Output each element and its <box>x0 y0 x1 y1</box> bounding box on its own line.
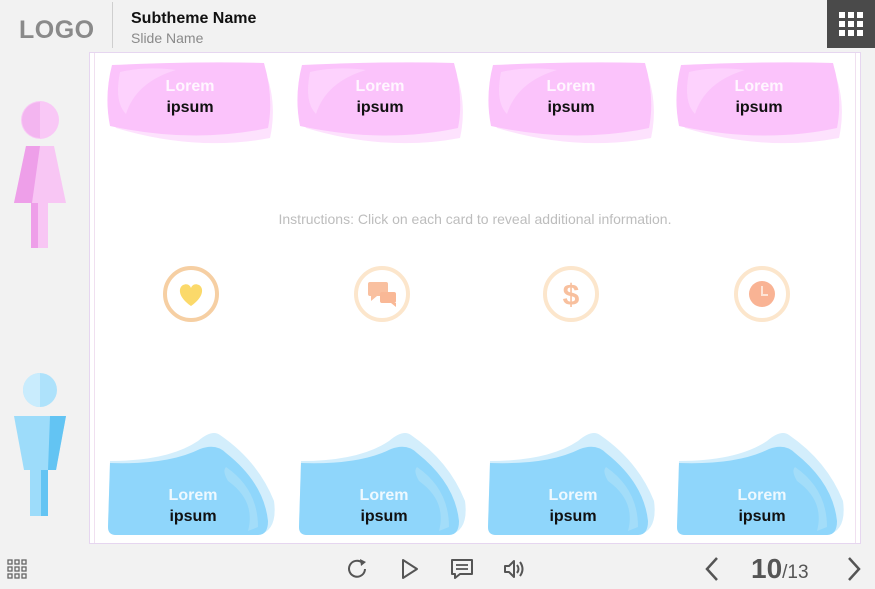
small-grid-icon <box>7 559 27 579</box>
slide-guide-left <box>94 53 95 543</box>
female-figure <box>10 100 70 255</box>
pink-card-shape <box>297 62 463 144</box>
card-label-line2: ipsum <box>169 508 217 525</box>
header: LOGO Subtheme Name Slide Name <box>0 0 875 52</box>
heart-card-icon[interactable] <box>162 265 220 323</box>
male-figure <box>10 372 70 527</box>
top-card-1[interactable]: Lorem ipsum <box>106 62 274 146</box>
blue-card-shape <box>299 433 466 535</box>
bottom-card-1[interactable]: Lorem ipsum <box>108 431 278 537</box>
slides-menu-button[interactable] <box>7 559 27 584</box>
slide-name: Slide Name <box>131 30 204 46</box>
bottom-card-4[interactable]: Lorem ipsum <box>677 431 847 537</box>
chat-card-icon[interactable] <box>353 265 411 323</box>
pink-card-shape <box>676 62 842 144</box>
card-label-line2: ipsum <box>166 99 214 116</box>
bottom-card-2[interactable]: Lorem ipsum <box>299 431 469 537</box>
card-label-line1: Lorem <box>165 78 215 95</box>
pink-card-shape <box>107 62 273 144</box>
dollar-icon: $ <box>543 266 599 322</box>
page-total: /13 <box>782 562 809 583</box>
card-label-line1: Lorem <box>548 487 598 504</box>
card-label-line1: Lorem <box>734 78 784 95</box>
page-current: 10 <box>751 553 783 584</box>
clock-card-icon[interactable] <box>733 265 791 323</box>
slide-guide-right <box>855 53 856 543</box>
top-card-4[interactable]: Lorem ipsum <box>675 62 843 146</box>
heart-icon <box>163 266 219 322</box>
subtheme-title: Subtheme Name <box>131 10 257 27</box>
play-icon <box>402 559 418 579</box>
dollar-card-icon[interactable]: $ <box>542 265 600 323</box>
top-card-3[interactable]: Lorem ipsum <box>487 62 655 146</box>
card-label-line2: ipsum <box>735 99 783 116</box>
slide-canvas: Lorem ipsum Lorem ipsum Lorem ipsum <box>89 52 861 544</box>
play-button[interactable] <box>399 557 421 586</box>
card-label-line1: Lorem <box>546 78 596 95</box>
player-controls: 10/13 <box>0 548 875 589</box>
top-card-2[interactable]: Lorem ipsum <box>296 62 464 146</box>
bottom-card-3[interactable]: Lorem ipsum <box>488 431 658 537</box>
card-label-line2: ipsum <box>356 99 404 116</box>
chevron-right-icon <box>848 557 861 581</box>
female-icon <box>14 101 66 248</box>
blue-card-shape <box>677 433 844 535</box>
grid-icon <box>839 12 863 36</box>
blue-card-shape <box>108 433 275 535</box>
card-label-line1: Lorem <box>359 487 409 504</box>
chat-icon <box>354 266 410 322</box>
pink-card-shape <box>488 62 654 144</box>
chevron-left-icon <box>705 557 718 581</box>
card-label-line2: ipsum <box>738 508 786 525</box>
volume-button[interactable] <box>502 557 526 586</box>
replay-button[interactable] <box>346 557 370 586</box>
page-indicator: 10/13 <box>751 553 809 585</box>
blue-card-shape <box>488 433 655 535</box>
instructions-text: Instructions: Click on each card to reve… <box>278 211 672 227</box>
previous-slide-button[interactable] <box>703 556 721 587</box>
card-label-line2: ipsum <box>360 508 408 525</box>
replay-icon <box>348 559 366 578</box>
menu-grid-button[interactable] <box>827 0 875 48</box>
card-label-line1: Lorem <box>737 487 787 504</box>
card-label-line1: Lorem <box>168 487 218 504</box>
clock-icon <box>734 266 790 322</box>
logo: LOGO <box>19 16 95 44</box>
card-label-line1: Lorem <box>355 78 405 95</box>
speech-bubble-icon <box>451 559 473 579</box>
next-slide-button[interactable] <box>845 556 863 587</box>
card-label-line2: ipsum <box>549 508 597 525</box>
card-label-line2: ipsum <box>547 99 595 116</box>
speaker-icon <box>504 560 524 578</box>
male-icon <box>14 373 66 516</box>
notes-button[interactable] <box>450 557 474 586</box>
header-divider <box>112 2 113 48</box>
svg-text:$: $ <box>563 279 580 312</box>
